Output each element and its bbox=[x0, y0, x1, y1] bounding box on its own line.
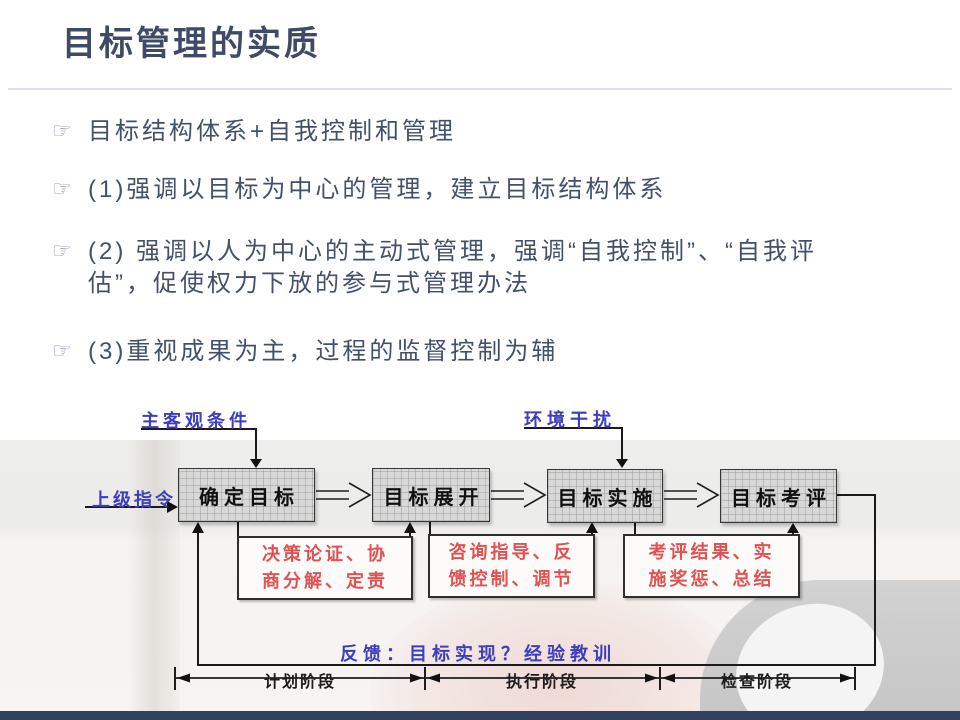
activity-text: 商分解、定责 bbox=[262, 571, 388, 591]
feedback-label: 反馈：目标实现？经验教训 bbox=[340, 644, 616, 664]
activity-text: 咨询指导、反 bbox=[448, 542, 575, 562]
activity-links bbox=[237, 522, 794, 536]
bullet-text: 目标结构体系+自我控制和管理 bbox=[88, 118, 457, 145]
superior-order-label: 上级指令 bbox=[92, 490, 176, 510]
process-box-expand-goal: 目标展开 bbox=[372, 468, 490, 522]
bullet-text: (3)重视成果为主，过程的监督控制为辅 bbox=[88, 338, 559, 365]
title-divider bbox=[8, 88, 952, 90]
phase-label-check: 检查阶段 bbox=[720, 674, 794, 691]
process-box-evaluate-goal: 目标考评 bbox=[720, 469, 837, 523]
activity-arrowheads bbox=[404, 522, 799, 533]
bullet-text: 估”，促使权力下放的参与式管理办法 bbox=[88, 270, 531, 297]
activity-text: 施奖惩、总结 bbox=[648, 569, 775, 589]
process-box-implement-goal: 目标实施 bbox=[547, 469, 663, 523]
pointing-hand-icon: ☞ bbox=[52, 338, 72, 363]
photo-detail bbox=[128, 440, 180, 720]
bullet-text: (2) 强调以人为中心的主动式管理，强调“自我控制”、“自我评 bbox=[88, 238, 817, 265]
feedback-loop bbox=[192, 494, 876, 666]
input-arrowheads bbox=[167, 459, 628, 513]
footer-bar bbox=[0, 711, 960, 720]
pointing-hand-icon: ☞ bbox=[52, 238, 72, 263]
pointing-hand-icon: ☞ bbox=[52, 176, 72, 201]
bullet-item: ☞ (2) 强调以人为中心的主动式管理，强调“自我控制”、“自我评 估”，促使权… bbox=[52, 236, 817, 300]
phase-label-execute: 执行阶段 bbox=[505, 674, 579, 691]
phase-scale bbox=[174, 667, 856, 690]
condition-label: 主客观条件 bbox=[141, 411, 251, 431]
environment-label: 环境干扰 bbox=[524, 410, 616, 430]
bullet-item: ☞ (1)强调以目标为中心的管理，建立目标结构体系 bbox=[52, 174, 666, 206]
bullet-text: (1)强调以目标为中心的管理，建立目标结构体系 bbox=[88, 176, 667, 203]
flow-block-arrows bbox=[316, 482, 720, 508]
activity-box: 决策论证、协 商分解、定责 bbox=[237, 536, 413, 600]
process-box-set-goal: 确定目标 bbox=[178, 468, 315, 522]
activity-text: 考评结果、实 bbox=[648, 542, 775, 562]
phase-label-plan: 计划阶段 bbox=[263, 674, 337, 691]
activity-text: 决策论证、协 bbox=[262, 544, 388, 564]
activity-box: 咨询指导、反 馈控制、调节 bbox=[428, 534, 595, 598]
activity-text: 馈控制、调节 bbox=[448, 569, 575, 589]
bullet-item: ☞ 目标结构体系+自我控制和管理 bbox=[52, 116, 456, 148]
bullet-item: ☞ (3)重视成果为主，过程的监督控制为辅 bbox=[52, 336, 558, 368]
activity-box: 考评结果、实 施奖惩、总结 bbox=[623, 534, 800, 598]
page-title: 目标管理的实质 bbox=[62, 25, 321, 63]
pointing-hand-icon: ☞ bbox=[52, 118, 72, 143]
input-connectors bbox=[85, 427, 623, 508]
